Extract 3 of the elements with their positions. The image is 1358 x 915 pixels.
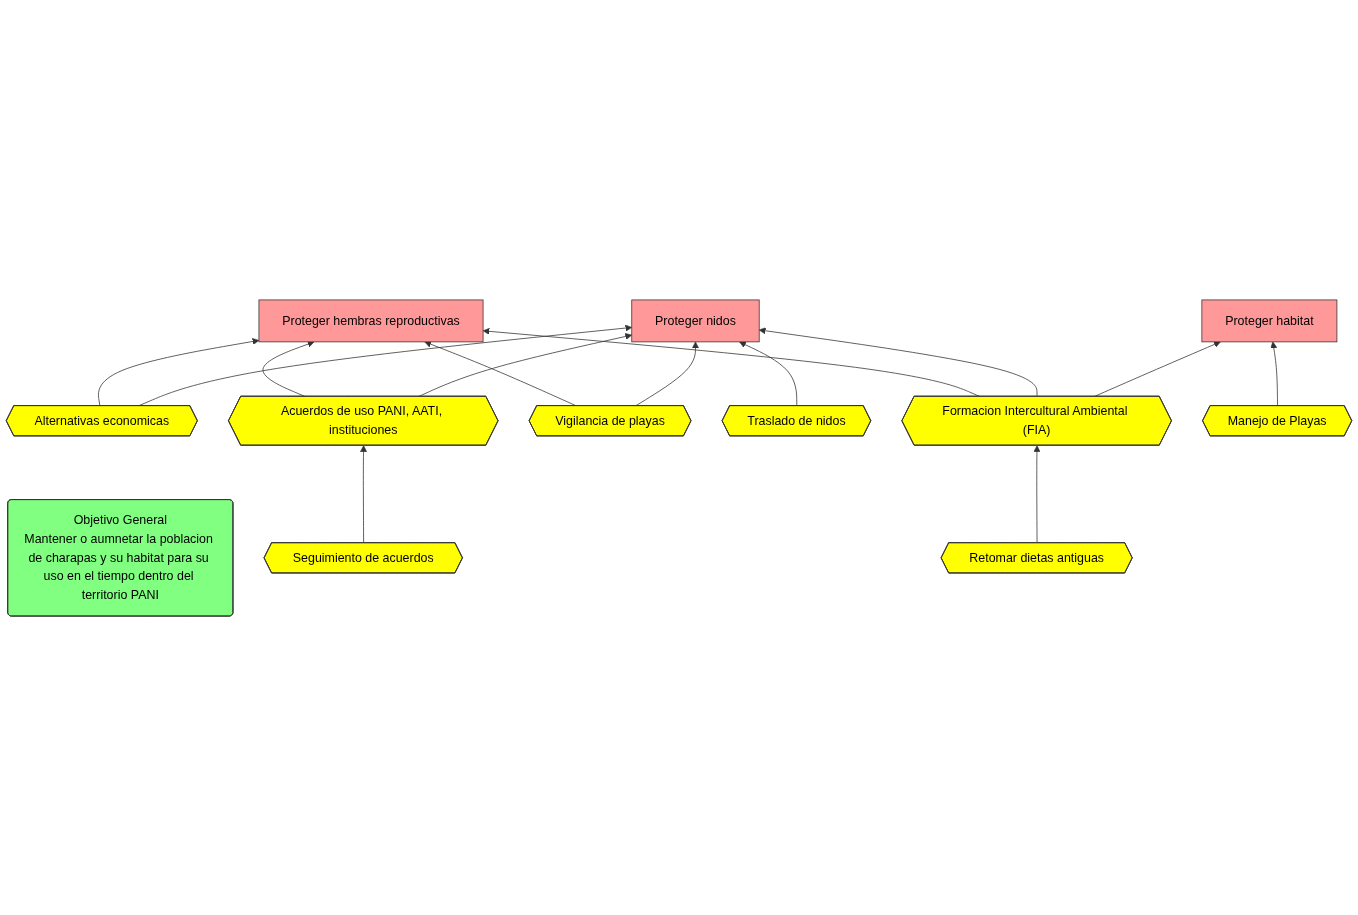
node-box: Proteger nidos: [631, 299, 760, 342]
node-box: Proteger hembras reproductivas: [258, 299, 484, 342]
node-box: Proteger habitat: [1201, 299, 1338, 342]
